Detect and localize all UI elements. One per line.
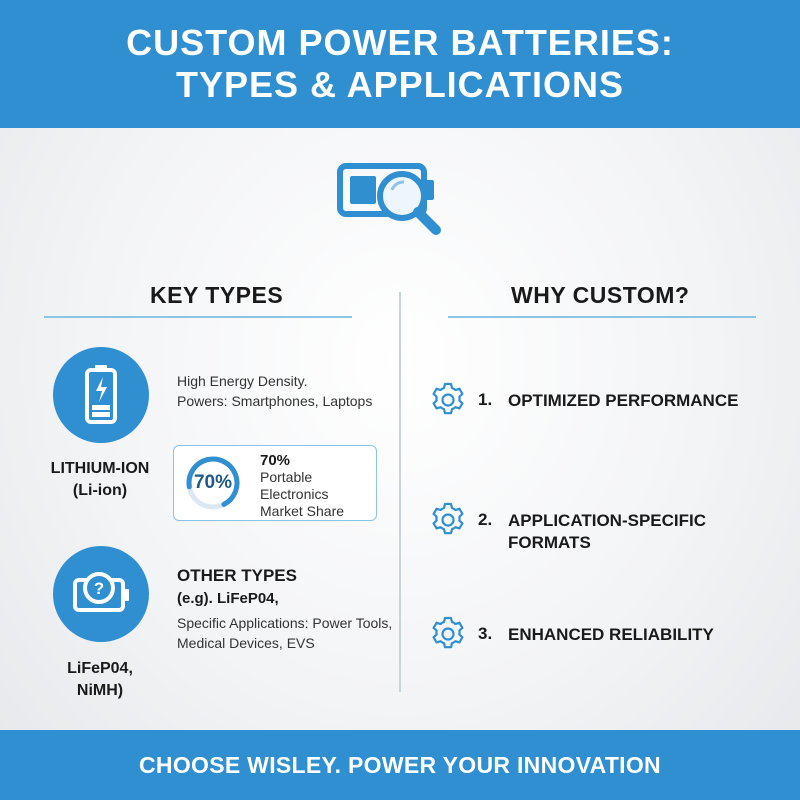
page-title-line-2: TYPES & APPLICATIONS <box>175 64 625 105</box>
other-types-description: Specific Applications: Power Tools, Medi… <box>177 613 392 653</box>
why-item-number: 2. <box>478 510 493 529</box>
why-custom-heading: WHY CUSTOM? <box>511 282 690 308</box>
other-types-label-line-1: LiFeP04, <box>67 660 133 677</box>
why-item-text: ENHANCED RELIABILITY <box>508 624 714 646</box>
lithium-desc-line-2: Powers: Smartphones, Laptops <box>177 393 373 409</box>
why-item-1: 1. OPTIMIZED PERFORMANCE <box>428 380 738 420</box>
key-types-heading: KEY TYPES <box>150 282 284 308</box>
market-share-label-line-2: Market Share <box>260 503 345 519</box>
gear-icon <box>432 616 464 649</box>
battery-question-icon: ? <box>73 572 129 612</box>
why-item-line-1: ENHANCED RELIABILITY <box>508 625 714 644</box>
other-desc-line-1: Specific Applications: Power Tools, <box>177 615 393 631</box>
market-share-ring <box>186 456 240 510</box>
why-item-line-1: OPTIMIZED PERFORMANCE <box>508 391 739 410</box>
footer-tagline: CHOOSE WISLEY. POWER YOUR INNOVATION <box>139 751 661 778</box>
why-item-line-1: APPLICATION-SPECIFIC <box>508 511 707 530</box>
svg-text:?: ? <box>94 579 104 598</box>
lithium-ion-badge <box>53 347 149 443</box>
other-desc-line-2: Medical Devices, EVS <box>177 635 315 651</box>
gear-icon <box>432 382 464 415</box>
lithium-ion-label: LITHIUM-ION (Li-ion) <box>30 458 170 502</box>
battery-charging-icon <box>85 365 117 424</box>
why-item-2: 2. APPLICATION-SPECIFIC FORMATS <box>428 500 706 554</box>
market-share-ring-arc <box>186 456 240 507</box>
other-types-label: LiFeP04, NiMH) <box>30 658 170 702</box>
market-share-text: 70% Portable Electronics Market Share <box>260 452 374 520</box>
market-share-value: 70% <box>260 452 291 469</box>
key-types-rule <box>44 316 352 318</box>
market-share-ring-label: 70% <box>193 472 233 493</box>
why-item-number: 1. <box>478 390 493 409</box>
page-title-line-1: CUSTOM POWER BATTERIES: <box>126 22 674 63</box>
why-item-line-2: FORMATS <box>508 533 591 552</box>
other-types-heading: OTHER TYPES <box>177 566 297 585</box>
market-share-label-line-1: Portable Electronics <box>260 469 329 502</box>
battery-search-icon <box>337 163 441 235</box>
other-types-badge: ? <box>53 546 149 642</box>
market-share-card: 70% 70% Portable Electronics Market Shar… <box>173 445 377 521</box>
other-types-example: (e.g). LiFeP04, <box>177 590 279 607</box>
header-banner: CUSTOM POWER BATTERIES: TYPES & APPLICAT… <box>0 0 800 128</box>
why-custom-rule <box>448 316 756 318</box>
lithium-ion-label-line-2: (Li-ion) <box>72 482 128 499</box>
other-types-label-line-2: NiMH) <box>76 682 124 699</box>
why-item-number: 3. <box>478 624 493 643</box>
why-item-text: OPTIMIZED PERFORMANCE <box>508 390 738 412</box>
column-divider <box>399 292 401 692</box>
lithium-ion-label-line-1: LITHIUM-ION <box>50 460 150 477</box>
why-item-3: 3. ENHANCED RELIABILITY <box>428 614 714 654</box>
footer-banner: CHOOSE WISLEY. POWER YOUR INNOVATION <box>0 730 800 800</box>
why-item-text: APPLICATION-SPECIFIC FORMATS <box>508 510 706 554</box>
lithium-desc-line-1: High Energy Density. <box>177 373 308 389</box>
gear-icon <box>432 502 464 535</box>
lithium-ion-description: High Energy Density. Powers: Smartphones… <box>177 371 372 411</box>
